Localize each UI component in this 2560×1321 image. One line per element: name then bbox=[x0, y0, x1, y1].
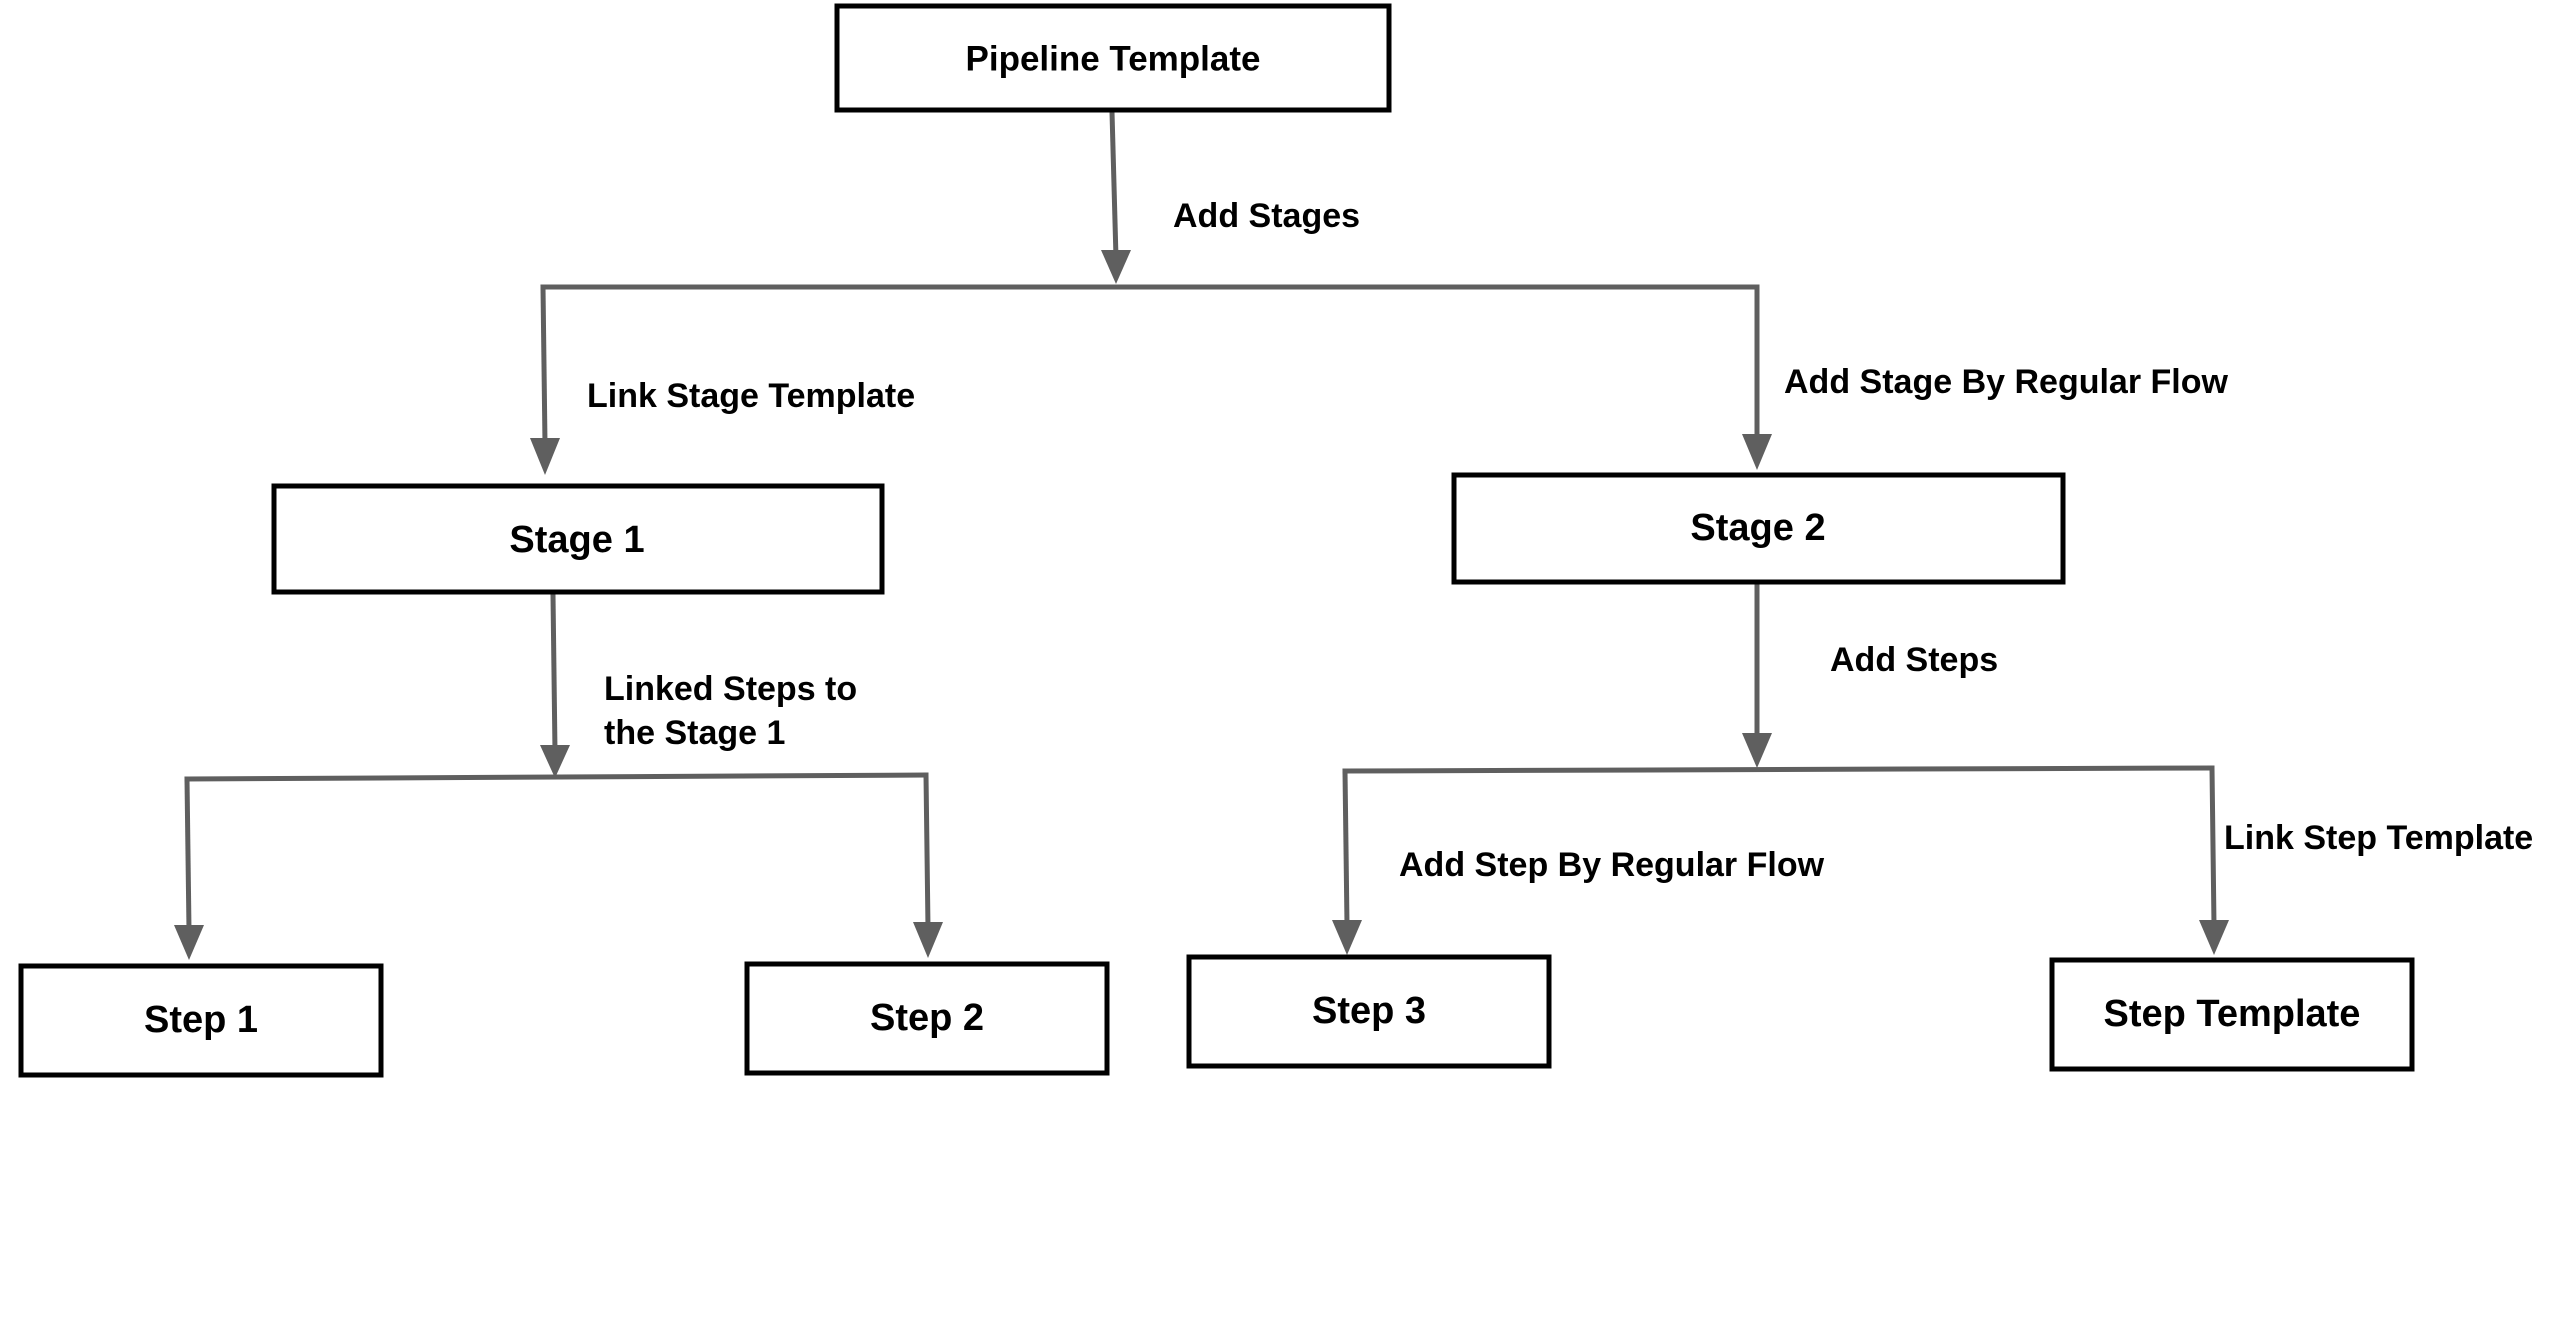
arrowhead-add-steps bbox=[1742, 733, 1772, 768]
node-box bbox=[744, 961, 1110, 1076]
connector-stage-1-to-steps bbox=[550, 592, 558, 755]
edge-label-add-stages: Add Stages bbox=[1173, 197, 1360, 235]
node-stage-1: Stage 1 bbox=[271, 483, 885, 595]
arrowhead-step-3 bbox=[1332, 920, 1362, 955]
node-box bbox=[271, 483, 885, 595]
node-box bbox=[1451, 472, 2066, 585]
arrowhead-linked-steps bbox=[540, 745, 570, 778]
connector-to-step-template bbox=[2209, 765, 2217, 928]
node-label: Pipeline Template bbox=[966, 40, 1261, 79]
node-pipeline-template: Pipeline Template bbox=[834, 3, 1392, 113]
branch-bar-stage-2-steps bbox=[1342, 765, 2215, 774]
branch-bar-stage-1-steps bbox=[184, 772, 929, 782]
node-step-2: Step 2 bbox=[744, 961, 1110, 1076]
connector-to-step-2 bbox=[923, 772, 931, 931]
node-box bbox=[834, 3, 1392, 113]
edge-label-add-step-by-regular-flow: Add Step By Regular Flow bbox=[1399, 846, 1825, 884]
node-label: Step 3 bbox=[1312, 990, 1426, 1032]
arrowhead-step-2 bbox=[913, 922, 943, 958]
node-step-3: Step 3 bbox=[1186, 954, 1552, 1069]
edge-label-link-step-template: Link Step Template bbox=[2224, 819, 2533, 857]
edge-label-linked-steps-line-1: Linked Steps to bbox=[604, 670, 857, 708]
arrowhead-stage-2 bbox=[1742, 434, 1772, 470]
edge-label-link-stage-template: Link Stage Template bbox=[587, 377, 915, 415]
connectors bbox=[174, 109, 2229, 960]
edge-label-add-stage-by-regular-flow: Add Stage By Regular Flow bbox=[1784, 363, 2228, 401]
node-label: Step 1 bbox=[144, 999, 258, 1041]
node-label: Step 2 bbox=[870, 997, 984, 1039]
connector-to-step-3 bbox=[1342, 768, 1350, 928]
node-stage-2: Stage 2 bbox=[1451, 472, 2066, 585]
node-box bbox=[2049, 957, 2415, 1072]
edge-label-linked-steps-line-2: the Stage 1 bbox=[604, 714, 785, 752]
arrowhead-add-stages bbox=[1101, 250, 1131, 284]
node-label: Step Template bbox=[2104, 993, 2361, 1035]
arrowhead-step-template bbox=[2199, 920, 2229, 955]
connector-to-stage-1 bbox=[540, 284, 548, 447]
node-step-1: Step 1 bbox=[18, 963, 384, 1078]
node-box bbox=[1186, 954, 1552, 1069]
node-label: Stage 2 bbox=[1690, 507, 1825, 549]
node-step-template: Step Template bbox=[2049, 957, 2415, 1072]
edge-label-add-steps: Add Steps bbox=[1830, 641, 1998, 679]
connector-to-step-1 bbox=[184, 776, 192, 933]
node-label: Stage 1 bbox=[509, 519, 644, 561]
connector-pipeline-to-stages bbox=[1109, 109, 1119, 261]
node-box bbox=[18, 963, 384, 1078]
arrowhead-stage-1 bbox=[530, 438, 560, 475]
edge-labels: Add Stages Link Stage Template Add Stage… bbox=[587, 197, 2533, 884]
arrowhead-step-1 bbox=[174, 925, 204, 960]
